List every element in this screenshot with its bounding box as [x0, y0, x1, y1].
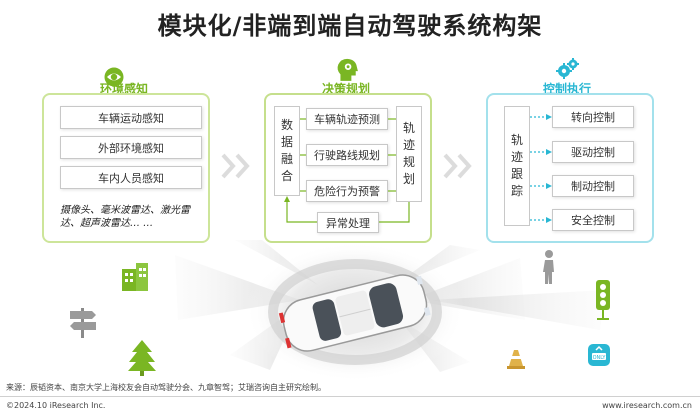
perception-header: [104, 67, 124, 87]
perception-panel: [42, 93, 210, 243]
head-gear-icon: [337, 58, 358, 81]
control-title: 控制执行: [543, 82, 592, 96]
car-image: [278, 274, 431, 352]
perception-item-occupants: 车内人员感知: [60, 166, 202, 189]
sensor-beam: [430, 290, 605, 330]
chevron-right-icon: [443, 153, 472, 179]
trajectory-tracking-box: 轨迹跟踪: [504, 106, 530, 226]
traffic-cone-icon: [507, 350, 525, 369]
traffic-light-icon: [596, 280, 610, 320]
control-item-drive: 驱动控制: [552, 141, 634, 163]
trajectory-planning-box: 轨迹规划: [396, 106, 422, 202]
sensor-list-note: 摄像头、毫米波雷达、激光雷达、超声波雷达… …: [60, 205, 190, 229]
control-panel: [486, 93, 654, 243]
eye-icon: [104, 67, 124, 87]
data-fusion-box: 数据融合: [274, 106, 300, 196]
decision-item-hazard-warning: 危险行为预警: [306, 180, 388, 202]
perception-item-vehicle-motion: 车辆运动感知: [60, 106, 202, 129]
perception-item-external-env: 外部环境感知: [60, 136, 202, 159]
control-item-braking: 制动控制: [552, 175, 634, 197]
control-item-steering: 转向控制: [552, 106, 634, 128]
control-item-safety: 安全控制: [552, 209, 634, 231]
one-way-sign-icon: ONLY: [588, 344, 610, 366]
building-icon: [122, 263, 148, 291]
tree-icon: [128, 340, 156, 376]
copyright: ©2024.10 iResearch Inc.: [6, 401, 106, 410]
decision-item-trajectory-prediction: 车辆轨迹预测: [306, 108, 388, 130]
decision-item-route-planning: 行驶路线规划: [306, 144, 388, 166]
decision-panel: [264, 93, 432, 243]
perception-title: 环境感知: [100, 82, 149, 96]
source-note: 来源：辰韬资本、南京大学上海校友会自动驾驶分会、九章智驾；艾瑞咨询自主研究绘制。: [6, 383, 326, 392]
decision-title: 决策规划: [322, 82, 371, 96]
website: www.iresearch.com.cn: [602, 401, 692, 410]
page-title: 模块化/非端到端自动驾驶系统构架: [157, 12, 543, 40]
svg-text:ONLY: ONLY: [593, 355, 607, 361]
gears-icon: [556, 58, 579, 79]
exception-handling-box: 异常处理: [317, 212, 379, 233]
signpost-icon: [70, 308, 96, 338]
footer-divider: [0, 396, 700, 397]
chevron-right-icon: [221, 153, 250, 179]
pedestrian-icon: [543, 250, 554, 284]
